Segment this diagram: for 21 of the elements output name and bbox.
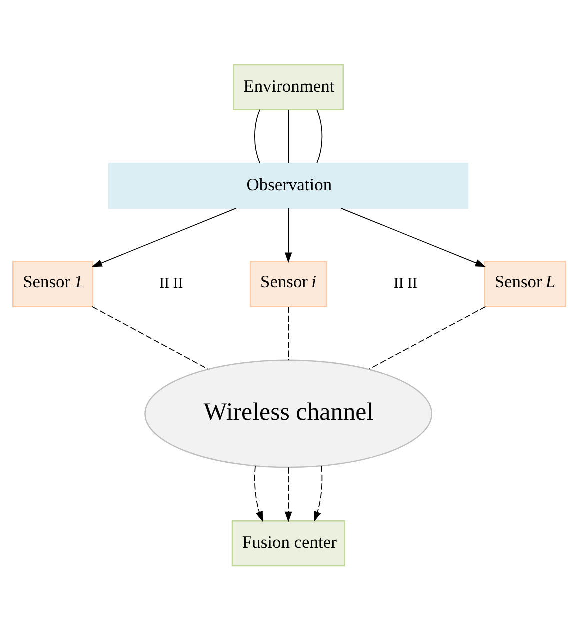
arrow xyxy=(92,208,237,268)
arrow xyxy=(284,208,292,264)
node-box: Environment xyxy=(233,64,344,110)
node-ellipse: Wireless channel xyxy=(144,360,433,468)
connector xyxy=(288,110,289,164)
connector xyxy=(316,110,323,164)
label: II II xyxy=(160,276,184,292)
arrow xyxy=(340,208,486,268)
arrow xyxy=(284,467,292,522)
label: II II xyxy=(394,276,418,292)
arrow xyxy=(254,466,264,522)
arrow xyxy=(314,466,323,522)
connector xyxy=(288,306,289,361)
node-box: Sensor L xyxy=(484,261,566,308)
node-box: Observation xyxy=(108,162,469,209)
connector xyxy=(368,306,486,370)
node-box: Fusion center xyxy=(232,520,346,567)
node-box: Sensor 1 xyxy=(12,261,94,308)
connector xyxy=(254,110,260,164)
connector xyxy=(92,306,209,370)
node-box: Sensor i xyxy=(250,261,328,308)
